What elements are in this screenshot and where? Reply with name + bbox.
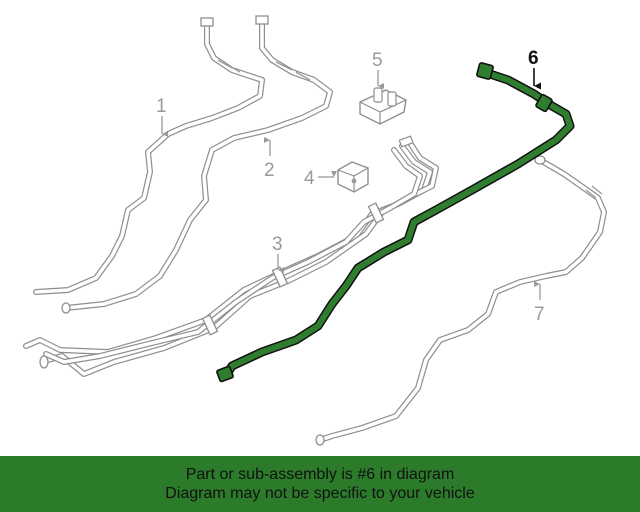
info-banner: Part or sub-assembly is #6 in diagram Di… <box>0 456 640 512</box>
callout-2-label: 2 <box>264 160 275 181</box>
callout-6-label: 6 <box>528 48 539 69</box>
callout-4-label: 4 <box>304 168 315 189</box>
part-4-clamp-block[interactable] <box>337 161 369 193</box>
part-5-mounting-block[interactable] <box>359 87 407 125</box>
banner-line-2: Diagram may not be specific to your vehi… <box>165 485 475 502</box>
callout-3-label: 3 <box>272 234 283 255</box>
exploded-parts-diagram: 1 2 3 4 5 6 7 <box>23 15 607 446</box>
callout-5: 5 <box>372 50 384 89</box>
part-6-highlighted-line[interactable] <box>216 62 575 383</box>
part-1-cooler-line[interactable] <box>33 17 265 295</box>
callout-7-label: 7 <box>534 304 545 325</box>
callout-7: 7 <box>534 281 545 325</box>
callout-1-label: 1 <box>156 96 167 117</box>
callout-4: 4 <box>304 168 337 189</box>
callout-6: 6 <box>528 48 541 90</box>
callout-1: 1 <box>156 96 168 137</box>
part-2-cooler-line[interactable] <box>61 15 333 314</box>
banner-line-1: Part or sub-assembly is #6 in diagram <box>185 466 455 483</box>
callout-2: 2 <box>264 137 275 181</box>
part-3-line-bundle[interactable] <box>23 135 439 377</box>
part-7-return-line[interactable] <box>315 155 607 446</box>
callout-3: 3 <box>272 234 284 273</box>
callout-5-label: 5 <box>372 50 383 71</box>
